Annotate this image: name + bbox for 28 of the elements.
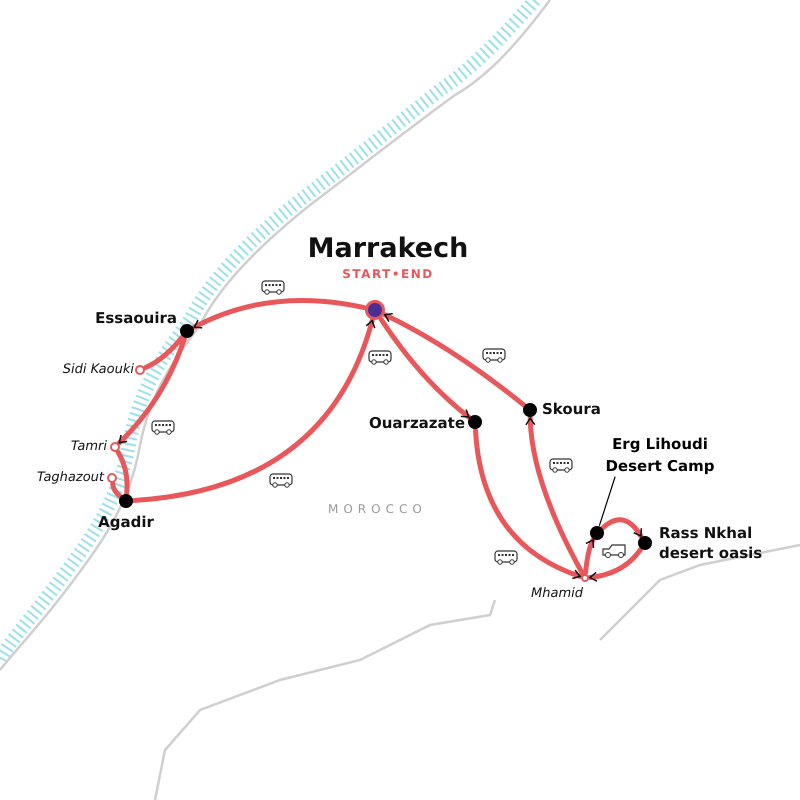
route-line — [382, 312, 526, 408]
country-label: MOROCCO — [328, 502, 427, 516]
route-line — [588, 547, 643, 582]
route-line — [143, 334, 184, 370]
city-label: Rass Nkhal desert oasis — [659, 523, 764, 563]
route-line — [110, 482, 122, 498]
city-label: Sidi Kaouki — [62, 362, 134, 377]
route-line — [600, 517, 644, 539]
stop-marker — [590, 526, 604, 540]
route-line — [583, 538, 596, 576]
route-line — [378, 316, 472, 420]
city-label: Marrakech — [306, 233, 470, 264]
route-line — [132, 318, 376, 503]
route-line — [116, 336, 187, 446]
route-line — [473, 428, 582, 579]
city-label: Taghazout — [36, 470, 104, 485]
city-label: Tamri — [70, 439, 107, 454]
route-line — [116, 450, 130, 496]
route-line — [192, 298, 367, 330]
leader-line — [598, 476, 616, 526]
city-label: Agadir — [97, 513, 155, 531]
city-label: Ouarzazate — [368, 414, 465, 432]
city-label: Essaouira — [94, 309, 177, 327]
city-label: Mhamid — [530, 586, 584, 601]
route-line — [525, 416, 585, 576]
place-label: Erg Lihoudi Desert Camp — [590, 433, 730, 477]
city-label: Skoura — [542, 400, 602, 418]
start-end-tag: START•END — [278, 267, 498, 281]
